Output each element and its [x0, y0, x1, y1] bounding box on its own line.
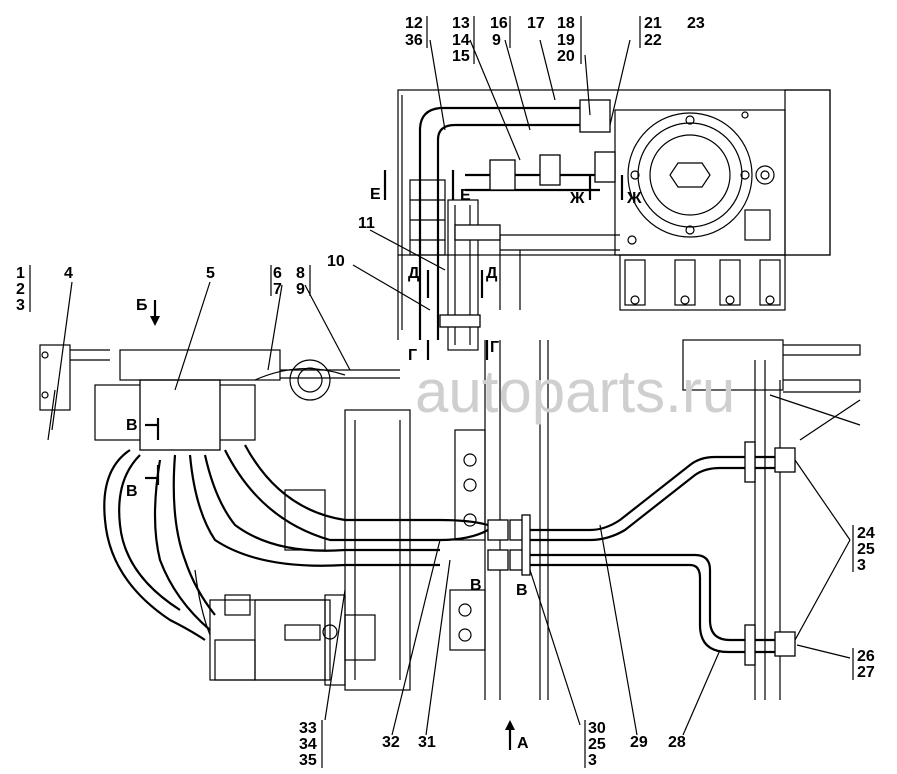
callout-18: 18 [557, 15, 575, 32]
section-marks-upper [383, 170, 624, 360]
upper-frame [397, 89, 831, 340]
callout-36: 36 [405, 32, 423, 49]
callout-25b: 25 [588, 736, 606, 753]
callout-8: 8 [296, 265, 305, 282]
motor-33 [209, 489, 376, 686]
callout-7: 7 [273, 281, 282, 298]
watermark: autoparts.ru [415, 358, 735, 425]
callout-33: 33 [299, 720, 317, 737]
section-mark-v-2: В [126, 483, 138, 500]
distributor-5 [39, 284, 400, 451]
section-mark-e-2: Е [460, 187, 471, 204]
callout-20: 20 [557, 48, 575, 65]
section-mark-v-3: В [470, 577, 482, 594]
callout-30: 30 [588, 720, 606, 737]
section-mark-d-2: Д [486, 265, 498, 282]
leader-lines [51, 39, 851, 736]
callout-23: 23 [687, 15, 705, 32]
callout-32: 32 [382, 734, 400, 751]
upper-pipes [409, 99, 616, 351]
section-mark-b: Б [136, 297, 148, 314]
callout-9b: 9 [492, 32, 501, 49]
section-mark-g-1: Г [408, 347, 417, 364]
callout-16: 16 [490, 15, 508, 32]
callout-27: 27 [857, 664, 875, 681]
callout-22: 22 [644, 32, 662, 49]
pump-flange-23 [614, 109, 786, 256]
callout-3: 3 [16, 297, 25, 314]
callout-14: 14 [452, 32, 470, 49]
callout-34: 34 [299, 736, 317, 753]
callout-26: 26 [857, 648, 875, 665]
callout-12: 12 [405, 15, 423, 32]
callout-25: 25 [857, 541, 875, 558]
section-letters: Б В В Е Е Д Д Г Г Ж Ж В В А [126, 186, 642, 752]
callout-15: 15 [452, 48, 470, 65]
callout-5: 5 [206, 265, 215, 282]
callout-13: 13 [452, 15, 470, 32]
section-mark-g-2: Г [490, 339, 499, 356]
callout-21: 21 [644, 15, 662, 32]
callout-19: 19 [557, 32, 575, 49]
callout-6: 6 [273, 265, 282, 282]
section-mark-v-4: В [516, 582, 528, 599]
section-mark-zh-2: Ж [626, 190, 642, 207]
pipes-28-29 [487, 441, 796, 666]
callout-17: 17 [527, 15, 545, 32]
callout-9: 9 [296, 281, 305, 298]
callout-3c: 3 [588, 752, 597, 769]
section-mark-d-1: Д [408, 265, 420, 282]
callout-11: 11 [358, 215, 375, 232]
callout-2: 2 [16, 281, 25, 298]
callout-3b: 3 [857, 557, 866, 574]
callout-29: 29 [630, 734, 648, 751]
hoses-lower-left [103, 444, 489, 641]
section-mark-e-1: Е [370, 186, 381, 203]
callout-10: 10 [327, 253, 345, 270]
section-mark-a: А [517, 735, 529, 752]
section-mark-v-1: В [126, 417, 138, 434]
section-mark-zh-1: Ж [569, 190, 585, 207]
callout-24: 24 [857, 525, 875, 542]
callout-4: 4 [64, 265, 73, 282]
callout-1: 1 [16, 265, 25, 282]
callout-labels: 1 2 3 4 5 6 7 8 9 10 11 12 36 13 14 15 1… [16, 15, 875, 769]
callout-35: 35 [299, 752, 317, 769]
callout-28: 28 [668, 734, 686, 751]
callout-31: 31 [418, 734, 436, 751]
